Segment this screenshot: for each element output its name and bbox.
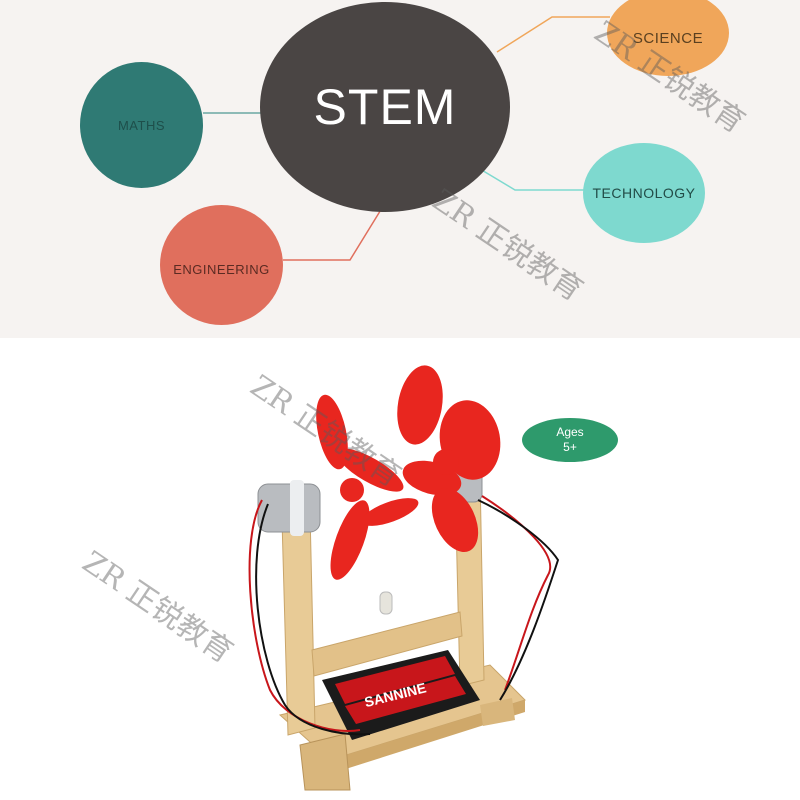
wooden-crossbar [311,611,463,677]
maths-bubble: MATHS [80,62,203,188]
fan-left [316,394,419,580]
wind-turbine-kit-illustration: SANNINE [248,365,560,791]
stem-banner: MATHS STEM SCIENCE TECHNOLOGY ENGINEERIN… [0,0,800,338]
science-label: SCIENCE [632,29,704,47]
motor-left-band [290,480,304,536]
ages-value: 5+ [563,440,577,454]
wire-red-right [481,495,551,691]
stem-label: STEM [313,79,457,135]
wire-black-left [255,503,371,736]
battery-1 [335,656,455,704]
wooden-base-edge [330,700,525,774]
technology-label: TECHNOLOGY [592,185,696,201]
ages-badge: Ages 5+ [522,418,618,462]
led-bulb [379,591,393,615]
engineering-label: ENGINEERING [173,261,270,277]
wooden-foot-left [299,733,351,791]
wooden-post-left [281,511,316,736]
fan-right [397,365,501,552]
connector-science [496,16,610,53]
engineering-bubble: ENGINEERING [160,205,283,325]
stem-bubble: STEM [260,2,510,212]
maths-label: MATHS [117,117,166,133]
connector-engineering [283,207,383,261]
science-bubble: SCIENCE [607,0,729,76]
wire-black-right [477,499,560,701]
ages-label: Ages [556,425,584,439]
wire-red-left [248,499,361,732]
battery-2 [345,676,466,724]
wooden-foot-right [480,698,515,726]
technology-bubble: TECHNOLOGY [583,143,705,243]
